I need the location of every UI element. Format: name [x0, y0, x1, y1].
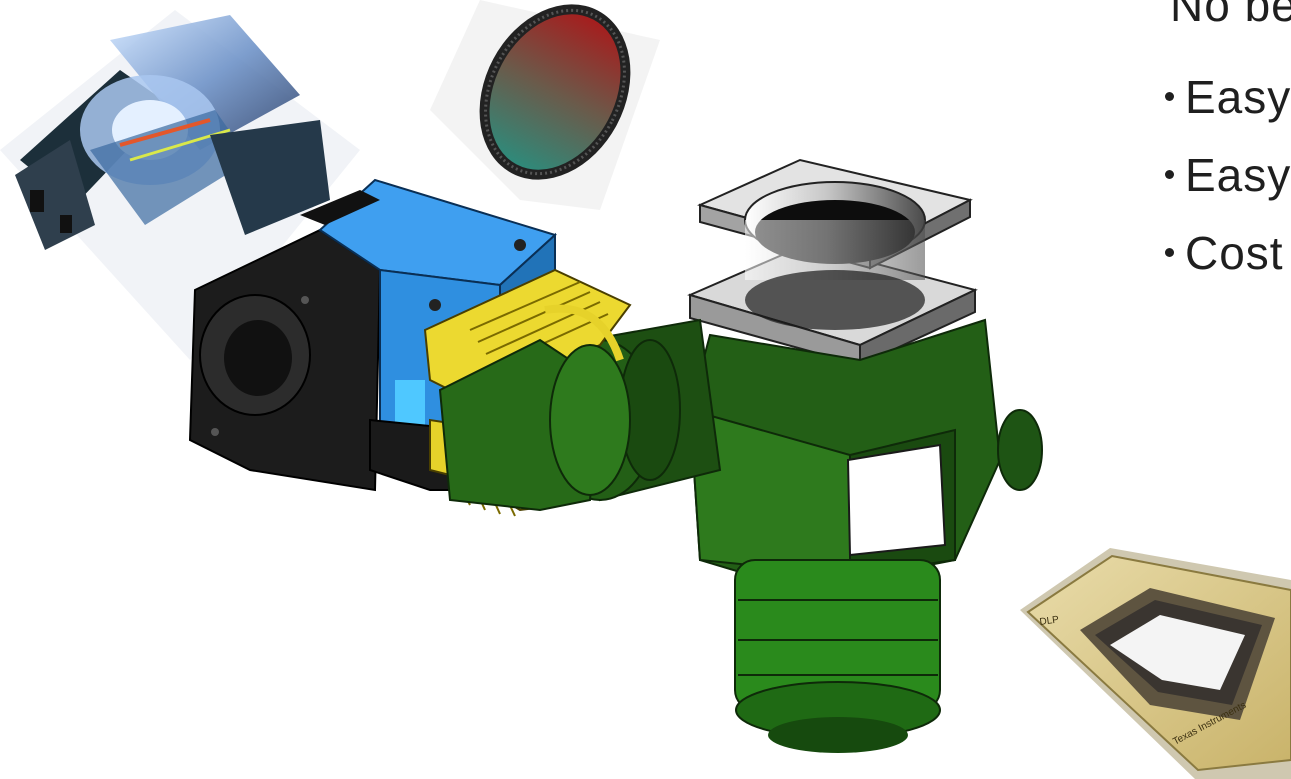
bullet-text: Easy — [1185, 71, 1291, 123]
bullet-dot-icon — [1165, 248, 1174, 257]
optical-filter-image — [430, 0, 660, 210]
bullet-dot-icon — [1165, 170, 1174, 179]
bullet-text: Cost — [1185, 227, 1284, 279]
chip-logo-text: DLP — [1039, 614, 1060, 628]
bullet-text: Easy — [1185, 149, 1291, 201]
dmd-chip-image: DLP Texas Instruments — [1020, 548, 1291, 779]
bullet-dot-icon — [1165, 92, 1174, 101]
cut-off-heading-text: No be — [1170, 0, 1291, 31]
mounting-flange — [687, 158, 978, 367]
light-engine — [188, 178, 632, 517]
lamp-module-image — [0, 10, 360, 360]
